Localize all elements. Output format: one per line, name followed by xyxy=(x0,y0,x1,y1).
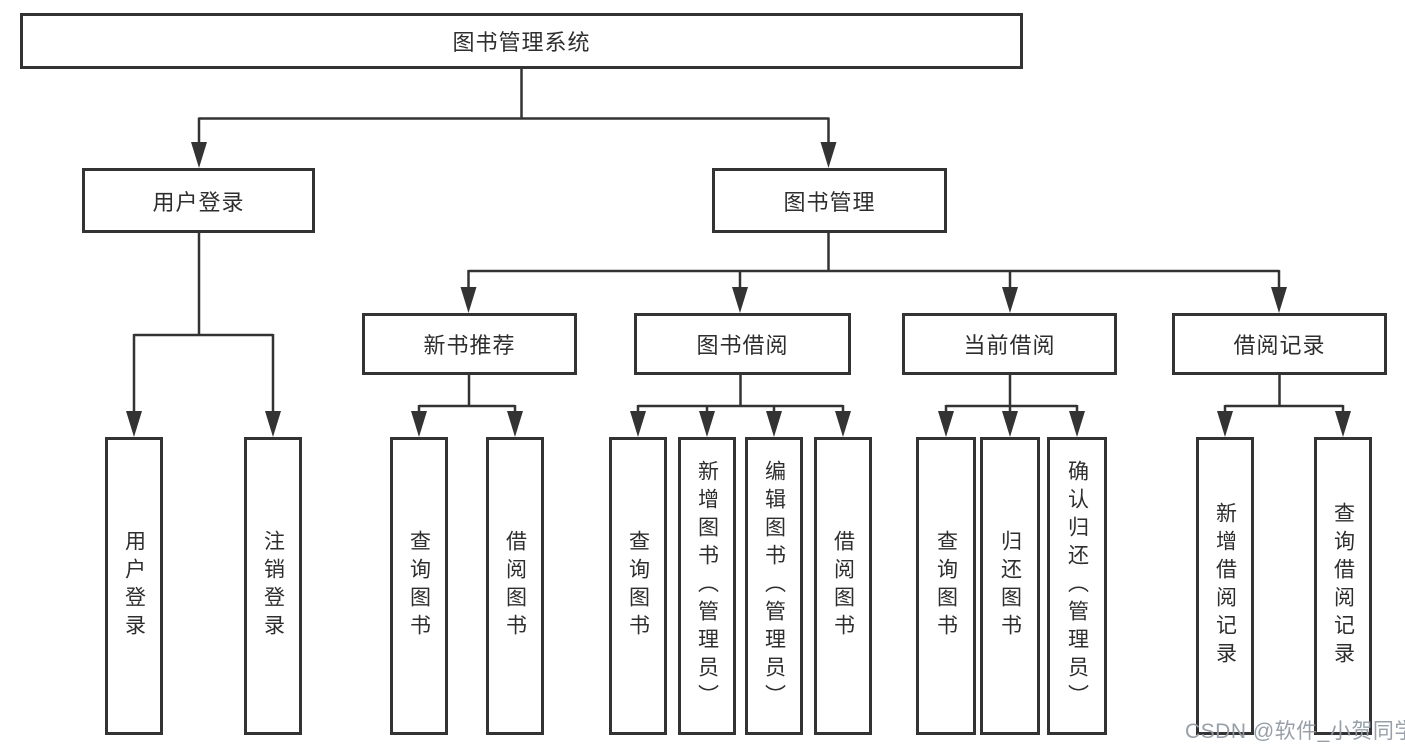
node-leaf-add-borrow-record-label: 新增借阅记录 xyxy=(1213,502,1237,670)
node-book-management: 图书管理 xyxy=(712,168,947,233)
node-leaf-return-books: 归还图书 xyxy=(980,437,1040,735)
node-leaf-borrow-books-recommend: 借阅图书 xyxy=(486,437,544,735)
node-leaf-user-login: 用户登录 xyxy=(105,437,163,735)
node-leaf-query-books-current: 查询图书 xyxy=(916,437,976,735)
node-leaf-confirm-return-admin-label: 确认归还（管理员） xyxy=(1065,460,1089,712)
node-leaf-query-books-borrow-label: 查询图书 xyxy=(626,530,650,642)
csdn-watermark: CSDN @软件_小贺同学 xyxy=(1185,720,1405,743)
node-leaf-edit-books-admin: 编辑图书（管理员） xyxy=(745,437,803,735)
node-book-borrow-label: 图书借阅 xyxy=(696,333,789,358)
node-leaf-query-books-recommend-label: 查询图书 xyxy=(407,530,431,642)
node-leaf-confirm-return-admin: 确认归还（管理员） xyxy=(1047,437,1107,735)
connector-userlogin-to-leaves xyxy=(132,233,275,417)
node-leaf-borrow-books-label: 借阅图书 xyxy=(831,530,855,642)
node-current-borrow: 当前借阅 xyxy=(902,313,1117,375)
node-book-management-label: 图书管理 xyxy=(783,189,876,215)
node-leaf-query-borrow-record: 查询借阅记录 xyxy=(1314,437,1372,735)
node-root-system: 图书管理系统 xyxy=(20,13,1023,69)
connector-root-to-level2 xyxy=(197,69,830,148)
node-user-login: 用户登录 xyxy=(82,168,315,233)
node-current-borrow-label: 当前借阅 xyxy=(963,333,1056,358)
connector-records-to-leaves xyxy=(1223,375,1345,419)
node-root-label: 图书管理系统 xyxy=(452,30,591,55)
node-leaf-query-books-recommend: 查询图书 xyxy=(390,437,448,735)
node-borrow-records: 借阅记录 xyxy=(1172,313,1387,375)
node-leaf-query-books-current-label: 查询图书 xyxy=(934,530,958,642)
node-leaf-edit-books-admin-label: 编辑图书（管理员） xyxy=(762,460,786,712)
node-leaf-logout: 注销登录 xyxy=(244,437,302,735)
node-leaf-logout-label: 注销登录 xyxy=(261,530,285,642)
node-leaf-query-borrow-record-label: 查询借阅记录 xyxy=(1331,502,1355,670)
node-leaf-borrow-books: 借阅图书 xyxy=(814,437,872,735)
node-book-borrow: 图书借阅 xyxy=(634,313,851,375)
node-leaf-query-books-borrow: 查询图书 xyxy=(609,437,667,735)
node-leaf-user-login-label: 用户登录 xyxy=(122,530,146,642)
connector-borrow-to-leaves xyxy=(636,375,845,419)
node-borrow-records-label: 借阅记录 xyxy=(1233,333,1326,358)
node-new-book-recommend-label: 新书推荐 xyxy=(423,333,516,358)
node-new-book-recommend: 新书推荐 xyxy=(362,313,577,375)
node-leaf-return-books-label: 归还图书 xyxy=(998,530,1022,642)
connector-bookmgmt-to-level3 xyxy=(467,233,1281,293)
connector-recommend-to-leaves xyxy=(417,375,517,419)
node-leaf-add-books-admin: 新增图书（管理员） xyxy=(678,437,736,735)
node-leaf-borrow-books-recommend-label: 借阅图书 xyxy=(503,530,527,642)
arrowheads xyxy=(126,142,1351,437)
node-leaf-add-borrow-record: 新增借阅记录 xyxy=(1196,437,1254,735)
node-user-login-label: 用户登录 xyxy=(152,189,245,215)
node-leaf-add-books-admin-label: 新增图书（管理员） xyxy=(695,460,719,712)
